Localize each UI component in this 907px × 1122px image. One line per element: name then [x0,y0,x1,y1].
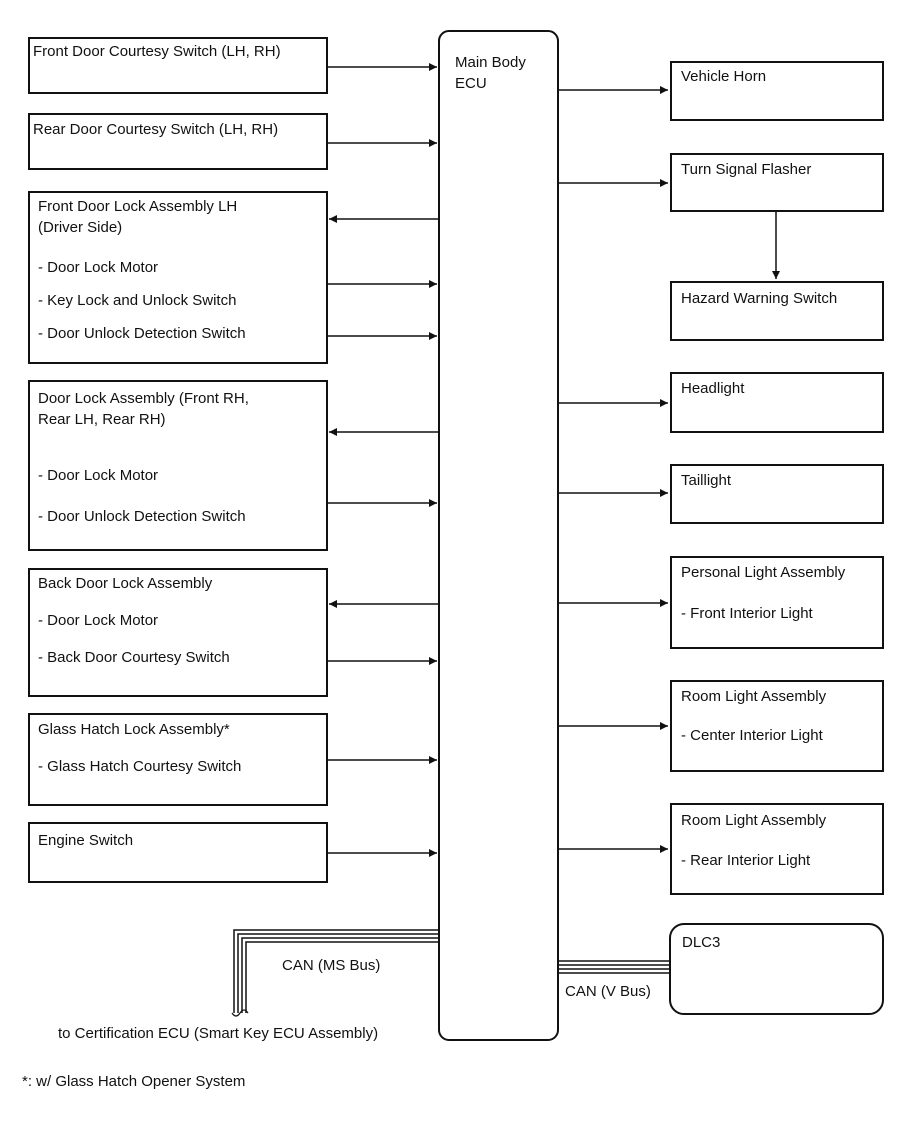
certification-ecu-label: to Certification ECU (Smart Key ECU Asse… [58,1025,379,1042]
back-door-item-courtesy: - Back Door Courtesy Switch [38,649,230,666]
door-lock-assembly-title: Door Lock Assembly (Front RH, [38,390,249,407]
hazard-warning-switch-label: Hazard Warning Switch [681,290,838,307]
vehicle-horn-box: Vehicle Horn [670,61,884,121]
can-ms-bus-lines [231,929,439,1017]
front-door-courtesy-switch-box: Front Door Courtesy Switch (LH, RH) [28,37,328,94]
front-door-courtesy-switch-label: Front Door Courtesy Switch (LH, RH) [33,43,281,60]
room-light-rear-box: Room Light Assembly - Rear Interior Ligh… [670,803,884,895]
front-door-lock-item-key-switch: - Key Lock and Unlock Switch [38,292,237,309]
dlc3-label: DLC3 [682,934,721,951]
taillight-box: Taillight [670,464,884,524]
front-door-lock-subtitle: (Driver Side) [38,219,123,236]
engine-switch-label: Engine Switch [38,832,134,849]
room-light-rear-title: Room Light Assembly [681,812,827,829]
glass-hatch-item-courtesy: - Glass Hatch Courtesy Switch [38,758,242,775]
can-ms-bus-label: CAN (MS Bus) [282,957,381,974]
turn-signal-flasher-box: Turn Signal Flasher [670,153,884,212]
front-door-lock-item-unlock-detect: - Door Unlock Detection Switch [38,325,246,342]
room-light-center-title: Room Light Assembly [681,688,827,705]
back-door-lock-assembly-box: Back Door Lock Assembly - Door Lock Moto… [28,568,328,697]
back-door-lock-title: Back Door Lock Assembly [38,575,213,592]
dlc3-box [669,923,884,1015]
ecu-label-line2: ECU [455,75,487,92]
room-light-center-box: Room Light Assembly - Center Interior Li… [670,680,884,772]
turn-signal-flasher-label: Turn Signal Flasher [681,161,812,178]
vehicle-horn-label: Vehicle Horn [681,68,767,85]
can-v-bus-label: CAN (V Bus) [565,983,651,1000]
door-lock-assembly-box: Door Lock Assembly (Front RH, Rear LH, R… [28,380,328,551]
taillight-label: Taillight [681,472,732,489]
personal-light-item: - Front Interior Light [681,605,813,622]
headlight-label: Headlight [681,380,745,397]
hazard-warning-switch-box: Hazard Warning Switch [670,281,884,341]
headlight-box: Headlight [670,372,884,433]
glass-hatch-lock-title: Glass Hatch Lock Assembly* [38,721,230,738]
engine-switch-box: Engine Switch [28,822,328,883]
back-door-item-motor: - Door Lock Motor [38,612,159,629]
footnote: *: w/ Glass Hatch Opener System [22,1073,246,1090]
glass-hatch-lock-assembly-box: Glass Hatch Lock Assembly* - Glass Hatch… [28,713,328,806]
main-body-ecu-box [438,30,559,1041]
rear-door-courtesy-switch-box: Rear Door Courtesy Switch (LH, RH) [28,113,328,170]
personal-light-assembly-box: Personal Light Assembly - Front Interior… [670,556,884,649]
front-door-lock-item-motor: - Door Lock Motor [38,259,159,276]
ecu-label-line1: Main Body [455,54,526,71]
room-light-rear-item: - Rear Interior Light [681,852,811,869]
door-lock-assembly-subtitle: Rear LH, Rear RH) [38,411,166,428]
front-door-lock-assembly-box: Front Door Lock Assembly LH (Driver Side… [28,191,328,364]
front-door-lock-title: Front Door Lock Assembly LH [38,198,238,215]
can-v-bus-lines [558,960,670,974]
door-lock-item-motor: - Door Lock Motor [38,467,159,484]
room-light-center-item: - Center Interior Light [681,727,823,744]
door-lock-item-unlock-detect: - Door Unlock Detection Switch [38,508,246,525]
rear-door-courtesy-switch-label: Rear Door Courtesy Switch (LH, RH) [33,121,279,138]
personal-light-title: Personal Light Assembly [681,564,846,581]
